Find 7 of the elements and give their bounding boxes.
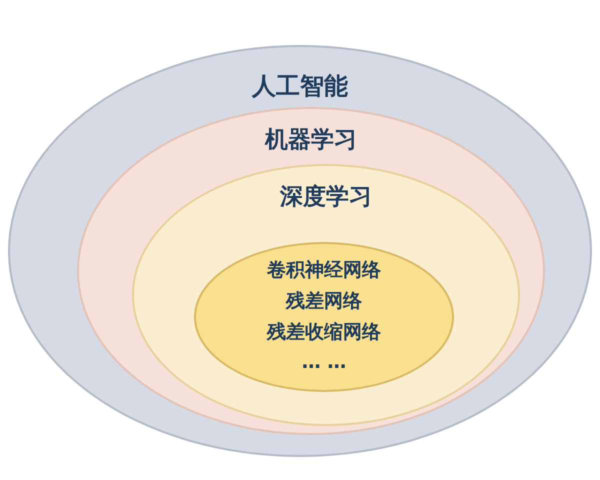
list-item-text: 残差网络 xyxy=(286,291,362,313)
region-title: 深度学习 xyxy=(280,184,372,210)
list-item-text: 卷积神经网络 xyxy=(267,260,381,282)
list-item-text: 残差收缩网络 xyxy=(267,322,381,344)
region-title: 机器学习 xyxy=(265,127,357,154)
list-item-text: … … xyxy=(302,352,346,374)
region-title: 人工智能 xyxy=(252,73,348,101)
